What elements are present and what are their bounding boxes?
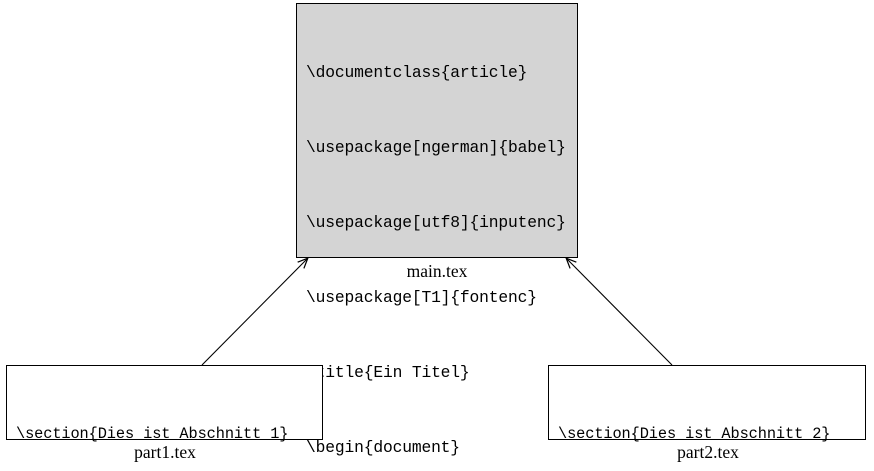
code-line: \documentclass{article}: [306, 63, 528, 82]
code-line: \section{Dies ist Abschnitt 1}: [16, 425, 289, 443]
main-tex-caption: main.tex: [406, 261, 468, 281]
code-line: \usepackage[T1]{fontenc}: [306, 288, 537, 307]
code-line: \section{Dies ist Abschnitt 2}: [558, 425, 831, 443]
arrow-part1-to-main: [201, 259, 308, 366]
part1-tex-code-box: \section{Dies ist Abschnitt 1} Hier ein …: [6, 365, 323, 443]
main-tex-code-box: \documentclass{article} \usepackage[nger…: [296, 3, 578, 457]
code-line: \title{Ein Titel}: [306, 363, 470, 382]
arrow-part2-to-main: [567, 259, 673, 366]
part2-tex-caption: part2.tex: [677, 442, 739, 462]
code-line: \usepackage[ngerman]{babel}: [306, 138, 566, 157]
code-line: \usepackage[utf8]{inputenc}: [306, 213, 566, 232]
part1-tex-caption: part1.tex: [134, 442, 196, 462]
part2-tex-code-box: \section{Dies ist Abschnitt 2} Hier ein …: [548, 365, 866, 443]
code-line: \begin{document}: [306, 438, 460, 457]
